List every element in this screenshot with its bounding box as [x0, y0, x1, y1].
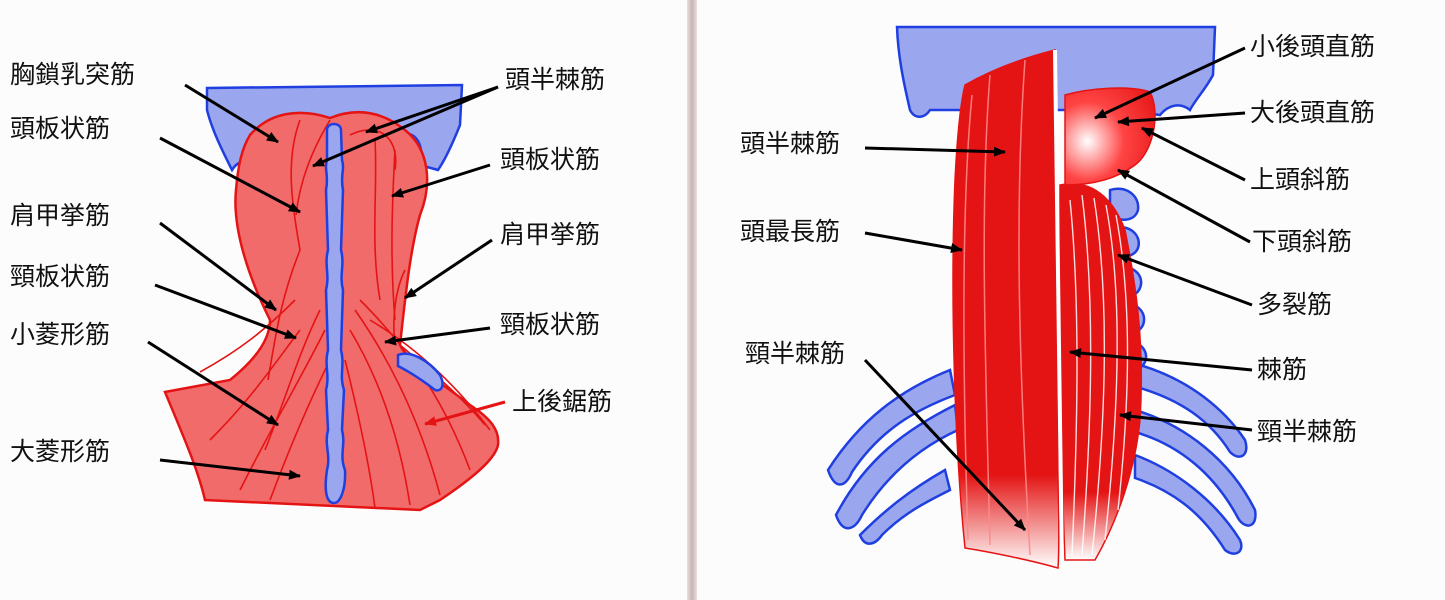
- label-rectus-capitis-posterior-minor: 小後頭直筋: [1250, 32, 1375, 61]
- label-rhomboid-minor: 小菱形筋: [10, 320, 110, 349]
- label-semispinalis-cervicis-right: 頸半棘筋: [1257, 417, 1357, 446]
- label-semispinalis-capitis: 頭半棘筋: [740, 129, 840, 158]
- label-semispinalis-cervicis-left: 頸半棘筋: [745, 339, 845, 368]
- label-serratus-posterior-superior: 上後鋸筋: [512, 387, 612, 416]
- label-splenius-cervicis-right: 頸板状筋: [500, 310, 600, 339]
- label-rhomboid-major: 大菱形筋: [10, 437, 110, 466]
- left-spine-nuchal-ligament: [326, 124, 345, 503]
- label-multifidus: 多裂筋: [1257, 290, 1332, 319]
- label-levator-scapulae-right: 肩甲挙筋: [500, 220, 600, 249]
- right-semispinalis-longissimus: [953, 50, 1062, 570]
- label-splenius-capitis-left: 頭板状筋: [10, 114, 110, 143]
- label-sternocleidomastoid: 胸鎖乳突筋: [10, 60, 135, 89]
- label-longissimus-capitis: 頭最長筋: [740, 217, 840, 246]
- label-obliquus-capitis-inferior: 下頭斜筋: [1252, 227, 1352, 256]
- label-levator-scapulae-left: 肩甲挙筋: [10, 201, 110, 230]
- label-rectus-capitis-posterior-major: 大後頭直筋: [1250, 98, 1375, 127]
- label-semispinalis-capitis-left-panel: 頭半棘筋: [505, 65, 605, 94]
- label-splenius-cervicis-left: 頸板状筋: [10, 262, 110, 291]
- label-obliquus-capitis-superior: 上頭斜筋: [1250, 165, 1350, 194]
- label-spinalis: 棘筋: [1257, 355, 1307, 384]
- label-splenius-capitis-right: 頭板状筋: [500, 145, 600, 174]
